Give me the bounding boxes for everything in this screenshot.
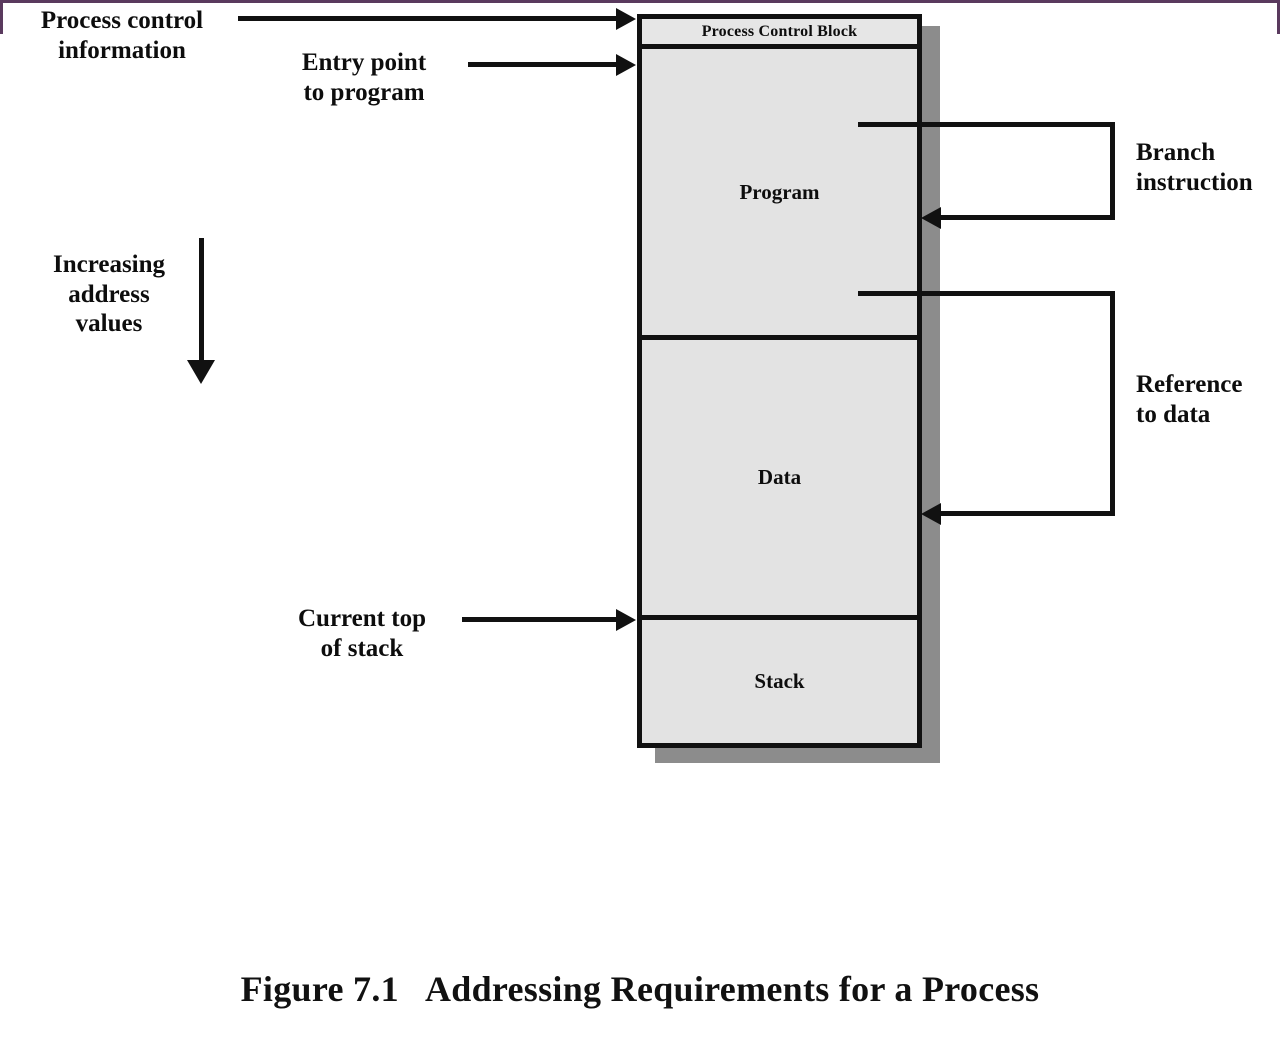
- page-frame-right-border: [1277, 0, 1280, 34]
- branch-instruction-line-bottom: [941, 215, 1115, 220]
- annotation-arrowhead-entry-point-to-program: [616, 54, 636, 76]
- figure-caption-title: Addressing Requirements for a Process: [424, 969, 1040, 1009]
- annotation-line-process-control-information: [238, 16, 620, 21]
- annotation-label-current-top-of-stack: Current top of stack: [297, 605, 426, 662]
- annotation-line-increasing-address-values: [199, 238, 204, 364]
- segment-process-control-block: Process Control Block: [642, 19, 917, 49]
- figure-caption: Figure 7.1 Addressing Requirements for a …: [0, 968, 1280, 1010]
- segment-program: Program: [642, 49, 917, 340]
- annotation-line-entry-point-to-program: [468, 62, 620, 67]
- annotation-line-current-top-of-stack: [462, 617, 620, 622]
- reference-to-data-line-right: [1110, 291, 1115, 516]
- branch-instruction-arrowhead: [921, 207, 941, 229]
- page-frame-left-border: [0, 0, 3, 34]
- process-memory-image-block: Process Control Block Program Data Stack: [637, 14, 922, 748]
- reference-to-data-line-bottom: [941, 511, 1115, 516]
- segment-stack: Stack: [642, 620, 917, 743]
- annotation-arrowhead-increasing-address-values: [187, 360, 215, 384]
- figure-caption-number: Figure 7.1: [240, 969, 399, 1009]
- reference-to-data-arrowhead: [921, 503, 941, 525]
- annotation-label-process-control-information: Process control information: [40, 7, 204, 64]
- annotation-arrowhead-process-control-information: [616, 8, 636, 30]
- annotation-label-reference-to-data: Reference to data: [1136, 371, 1243, 428]
- annotation-arrowhead-current-top-of-stack: [616, 609, 636, 631]
- branch-instruction-line-top: [858, 122, 1115, 127]
- page-frame-top-border: [0, 0, 1280, 3]
- annotation-label-entry-point-to-program: Entry point to program: [301, 49, 427, 106]
- annotation-label-increasing-address-values: Increasing address values: [52, 251, 166, 337]
- branch-instruction-line-right: [1110, 122, 1115, 220]
- segment-label-process-control-block: Process Control Block: [701, 22, 858, 40]
- segment-label-data: Data: [757, 465, 802, 489]
- annotation-label-branch-instruction: Branch instruction: [1136, 139, 1253, 196]
- segment-data: Data: [642, 340, 917, 620]
- segment-label-stack: Stack: [754, 669, 805, 693]
- reference-to-data-line-top: [858, 291, 1115, 296]
- segment-label-program: Program: [739, 179, 820, 204]
